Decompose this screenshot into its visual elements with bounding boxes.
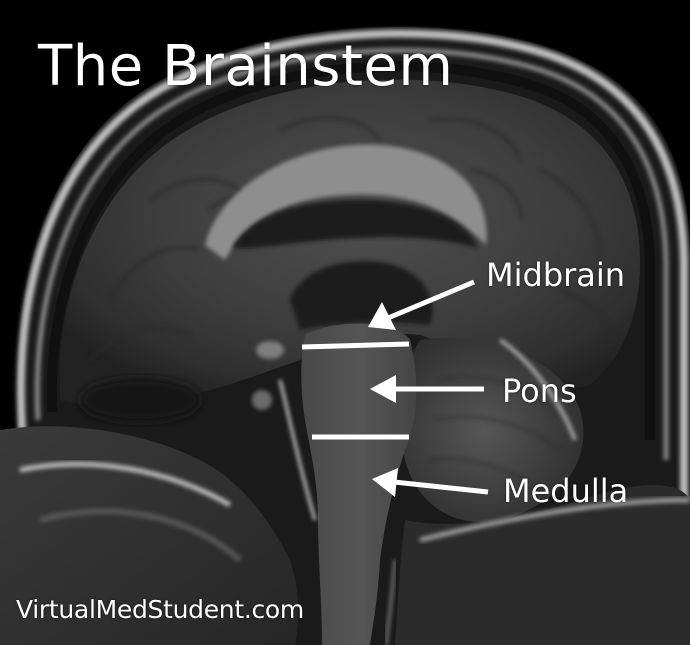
skull-rim-outer xyxy=(16,29,688,520)
medulla-arrow xyxy=(372,468,489,497)
spinal-cord-edge xyxy=(384,559,397,645)
cerebellum xyxy=(401,337,584,522)
cerebellar-folia xyxy=(429,376,561,491)
sella-structures xyxy=(252,341,317,521)
tongue-outline xyxy=(39,508,243,563)
midbrain-label: Midbrain xyxy=(486,256,626,294)
pons-label: Pons xyxy=(502,372,577,410)
neck-posterior xyxy=(395,485,690,645)
midbrain-pons-boundary xyxy=(301,341,410,350)
pons-arrow xyxy=(370,375,484,403)
medulla-label: Medulla xyxy=(503,472,629,510)
cerebrum xyxy=(59,79,641,406)
midbrain-arrow xyxy=(368,279,475,330)
lateral-ventricle xyxy=(232,199,478,249)
figure-title: The Brainstem xyxy=(38,34,454,99)
occipital-streak xyxy=(419,497,690,543)
skull-rim-inner xyxy=(34,47,669,460)
source-credit: VirtualMedStudent.com xyxy=(16,595,304,624)
palate-streak xyxy=(19,461,232,508)
facial-region xyxy=(0,426,299,645)
tentorium xyxy=(498,338,577,441)
diploe-band xyxy=(46,61,655,440)
brainstem xyxy=(301,323,417,645)
sinus-dark xyxy=(80,378,200,422)
corpus-callosum xyxy=(205,144,487,260)
